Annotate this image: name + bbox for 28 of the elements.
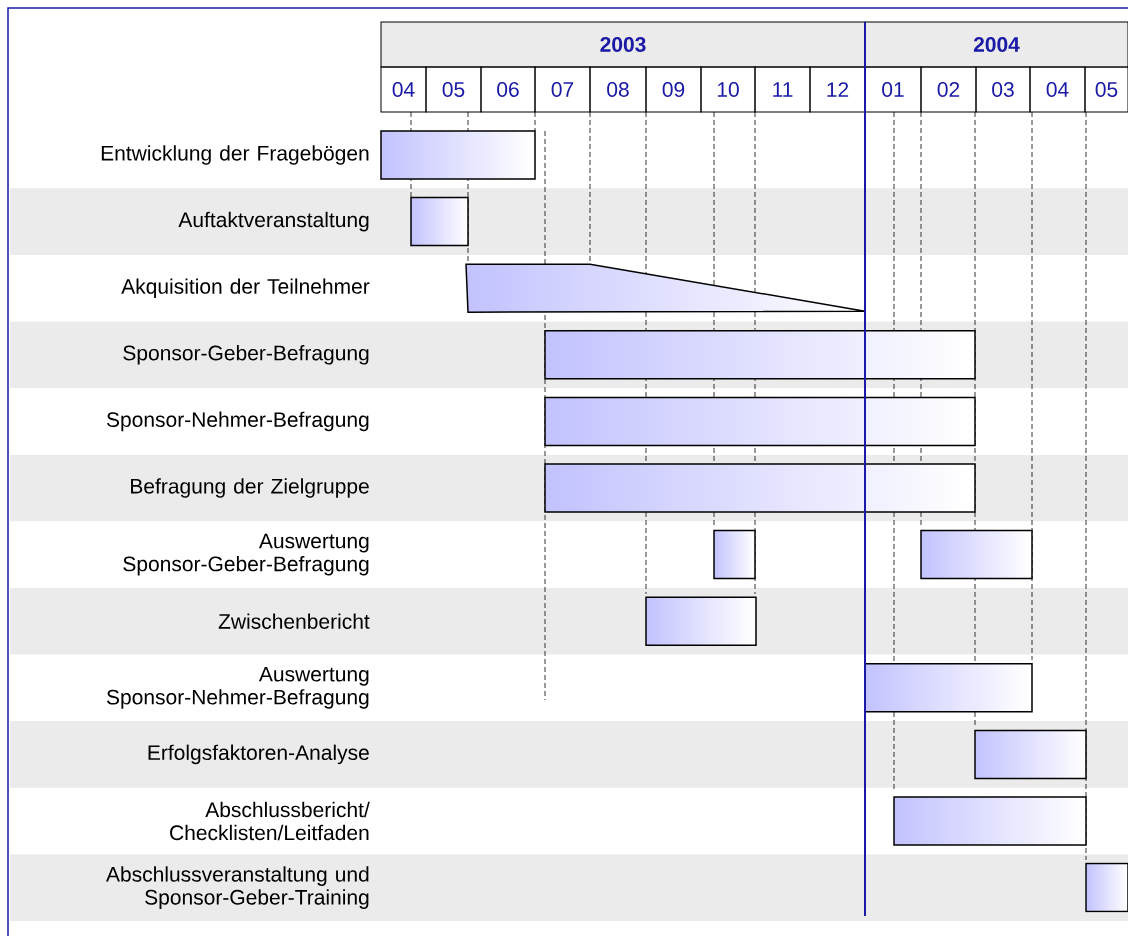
month-header-cell: 10: [700, 66, 756, 113]
month-header-cell: 01: [864, 66, 922, 113]
task-label: Akquisition der Teilnehmer: [121, 278, 370, 298]
task-label: Auswertung Sponsor-Geber-Befragung: [123, 533, 369, 576]
task-label: Zwischenbericht: [218, 613, 370, 629]
task-label: Sponsor-Nehmer-Befragung: [106, 411, 369, 432]
month-header-cell: 04: [1029, 66, 1086, 113]
year-header-cell: 2003: [380, 21, 866, 68]
task-label: Sponsor-Geber-Befragung: [123, 345, 369, 365]
month-header-cell: 07: [534, 66, 591, 113]
month-header-cell: 04: [380, 66, 427, 113]
task-label: Abschlussveranstaltung und Sponsor-Geber-Training: [106, 866, 369, 909]
month-header-cell: 11: [754, 66, 811, 113]
month-header-cell: 03: [975, 66, 1031, 113]
year-header-cell: 2004: [864, 21, 1128, 68]
month-header-cell: 02: [920, 66, 977, 113]
month-header-cell: 05: [425, 66, 482, 113]
task-label: Erfolgsfaktoren-Analyse: [148, 744, 369, 765]
task-label: Auswertung Sponsor-Nehmer-Befragung: [106, 666, 369, 709]
task-label: Auftaktveranstaltung: [178, 211, 369, 232]
month-header-cell: 05: [1084, 66, 1128, 113]
task-label: Befragung der Zielgruppe: [131, 478, 369, 498]
month-header-cell: 08: [589, 66, 647, 113]
month-header-cell: 12: [809, 66, 866, 113]
month-header-cell: 09: [645, 66, 702, 113]
month-header-cell: 06: [480, 66, 536, 113]
task-label: Entwicklung der Fragebögen: [101, 145, 369, 165]
task-label: Abschlussbericht/ Checklisten/Leitfaden: [170, 801, 370, 841]
